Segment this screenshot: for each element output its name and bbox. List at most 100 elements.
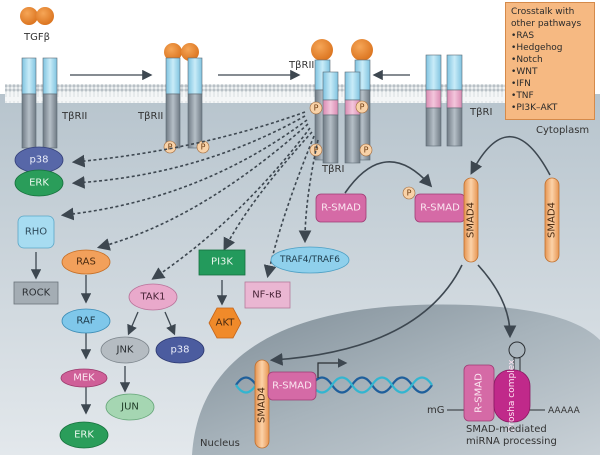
- tbrii-label-1: TβRII: [61, 111, 87, 122]
- cascade-arrows: [30, 252, 228, 415]
- svg-text:R-SMAD: R-SMAD: [474, 373, 485, 413]
- node-jnk: JNK: [100, 336, 150, 364]
- node-smad4-free: SMAD4: [544, 177, 560, 263]
- tbri-label-unbound: TβRI: [469, 107, 492, 118]
- node-nfkb: NF-κB: [244, 281, 291, 309]
- phospho-group: P: [355, 100, 369, 114]
- svg-text:SMAD4: SMAD4: [257, 387, 268, 423]
- svg-text:AKT: AKT: [216, 318, 236, 329]
- crosstalk-item: Hedgehog: [511, 42, 589, 54]
- node-p38-bottom: p38: [155, 336, 205, 364]
- node-mek: MEK: [60, 368, 108, 388]
- arrow-to-nucleus-transcription: [269, 264, 463, 366]
- arrow-to-p38: [71, 111, 306, 168]
- arrow-smad4-recruitment: [470, 135, 551, 176]
- receptor-tbrii-unbound: [21, 57, 58, 149]
- crosstalk-item: PI3K–AKT: [511, 102, 589, 114]
- arrow-to-pi3k: [223, 131, 313, 251]
- svg-text:Drosha complex: Drosha complex: [507, 359, 517, 433]
- arrow-to-ras: [96, 123, 309, 251]
- mirna-caption-line1: SMAD-mediated: [466, 424, 547, 435]
- tbrii-label-2: TβRII: [137, 111, 163, 122]
- transcription-start-arrow: [317, 358, 348, 378]
- smad-pathway-arrows: [269, 135, 551, 366]
- crosstalk-item: RAS: [511, 30, 589, 42]
- node-rsmad-free: R-SMAD: [315, 193, 367, 223]
- node-ras: RAS: [61, 249, 111, 275]
- arrow-to-traf: [298, 139, 319, 244]
- receptor-tbri-unbound: [425, 54, 463, 147]
- svg-text:p38: p38: [29, 155, 48, 166]
- crosstalk-box: Crosstalk with other pathways RAS Hedgeh…: [505, 2, 595, 120]
- node-erk-bottom: ERK: [59, 421, 109, 449]
- phospho-group: P: [359, 143, 373, 157]
- node-rsmad-mirna: R-SMAD: [463, 364, 495, 422]
- svg-text:ERK: ERK: [74, 430, 94, 441]
- mg-cap-label: mG: [427, 405, 445, 416]
- svg-text:SMAD4: SMAD4: [547, 202, 558, 238]
- svg-text:NF-κB: NF-κB: [252, 290, 282, 301]
- svg-text:P: P: [364, 146, 369, 155]
- cytoplasm-label: Cytoplasm: [536, 125, 589, 136]
- node-raf: RAF: [61, 308, 111, 334]
- arrow-to-mirna-processing: [477, 264, 517, 339]
- arrow-rsmad-phosphorylation: [344, 161, 433, 194]
- tgfb-label: TGFβ: [23, 32, 50, 43]
- node-traf4-traf6: TRAF4/TRAF6: [270, 246, 350, 274]
- phospho-group: P: [163, 140, 177, 154]
- svg-text:R-SMAD: R-SMAD: [321, 203, 361, 214]
- receptor-tbrii-bound: [164, 43, 203, 149]
- tbri-label-complex: TβRI: [321, 164, 344, 175]
- node-p38-top: p38: [14, 146, 64, 174]
- svg-text:TRAF4/TRAF6: TRAF4/TRAF6: [279, 255, 340, 265]
- svg-text:P: P: [360, 103, 365, 112]
- crosstalk-item: IFN: [511, 78, 589, 90]
- crosstalk-item: Notch: [511, 54, 589, 66]
- svg-text:PI3K: PI3K: [211, 257, 233, 268]
- svg-text:MEK: MEK: [73, 373, 95, 384]
- node-pi3k: PI3K: [198, 249, 246, 276]
- node-smad4-complex: SMAD4: [463, 177, 479, 263]
- node-tak1: TAK1: [128, 283, 178, 311]
- tbrii-label-3: TβRII: [288, 60, 314, 71]
- arrow-to-erk: [71, 115, 306, 189]
- phospho-group: P: [309, 101, 323, 115]
- node-erk-top: ERK: [14, 169, 64, 197]
- tgfb-ligand: [20, 7, 54, 25]
- mirna-hairpin-loop: [508, 341, 526, 359]
- crosstalk-item: WNT: [511, 66, 589, 78]
- svg-text:JUN: JUN: [120, 402, 139, 413]
- svg-text:P: P: [201, 143, 206, 152]
- node-rock: ROCK: [13, 281, 59, 305]
- svg-text:p38: p38: [170, 345, 189, 356]
- svg-text:ROCK: ROCK: [22, 288, 51, 299]
- node-akt: AKT: [208, 307, 242, 339]
- svg-text:P: P: [314, 104, 319, 113]
- mirna-caption-line2: miRNA processing: [466, 436, 557, 447]
- svg-text:P: P: [168, 143, 173, 152]
- nucleus-label: Nucleus: [200, 438, 240, 449]
- phospho-group: P: [309, 143, 323, 157]
- svg-text:RAF: RAF: [76, 316, 95, 327]
- node-jun: JUN: [105, 393, 155, 421]
- svg-text:ERK: ERK: [29, 178, 49, 189]
- svg-text:SMAD4: SMAD4: [466, 202, 477, 238]
- arrow-to-rho: [60, 119, 308, 221]
- polya-tail-label: AAAAA: [548, 406, 581, 416]
- node-drosha-complex: Drosha complex: [493, 359, 531, 433]
- svg-text:P: P: [407, 189, 412, 198]
- arrow-to-tak1: [151, 127, 311, 280]
- node-rho: RHO: [17, 215, 55, 249]
- svg-text:R-SMAD: R-SMAD: [272, 381, 312, 392]
- svg-text:RAS: RAS: [76, 257, 96, 268]
- svg-text:P: P: [314, 146, 319, 155]
- svg-text:JNK: JNK: [116, 345, 134, 356]
- node-rsmad-nuclear: R-SMAD: [267, 371, 317, 401]
- svg-text:TAK1: TAK1: [139, 292, 165, 303]
- crosstalk-item: TNF: [511, 90, 589, 102]
- svg-text:R-SMAD: R-SMAD: [420, 203, 460, 214]
- crosstalk-list: RAS Hedgehog Notch WNT IFN TNF PI3K–AKT: [511, 30, 589, 114]
- node-smad4-nuclear: SMAD4: [254, 359, 270, 449]
